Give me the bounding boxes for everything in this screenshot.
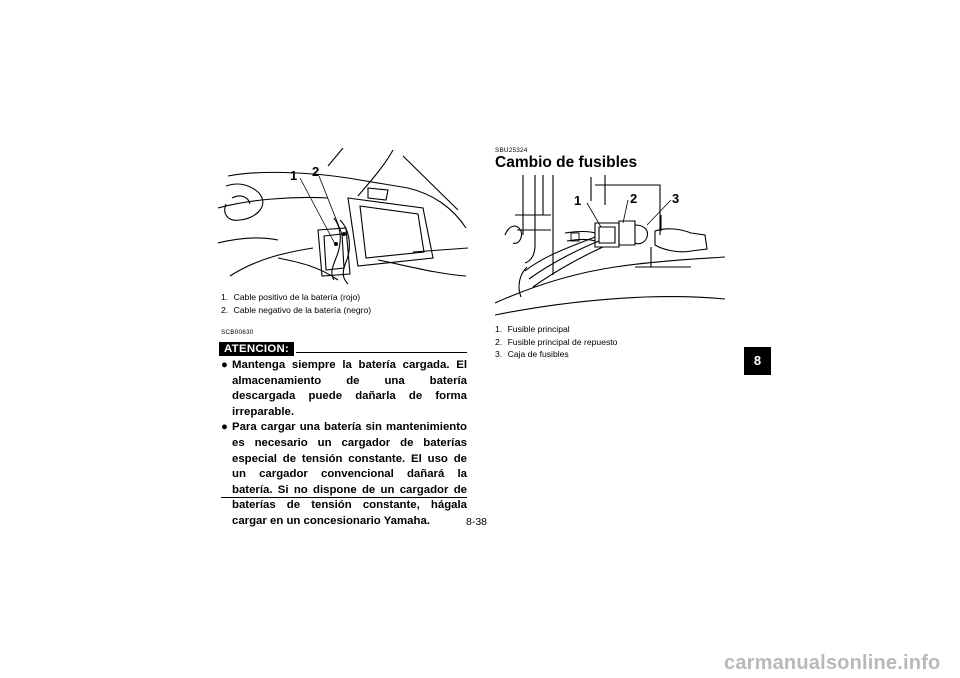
bullet-text: Mantenga siempre la batería cargada. El …	[232, 359, 467, 418]
caption-number: 3.	[495, 349, 503, 360]
caption-item: 3. Caja de fusibles	[495, 348, 617, 361]
bullet-icon: ●	[221, 421, 228, 434]
section-heading: Cambio de fusibles	[495, 154, 638, 171]
section-code: SBU25324	[495, 147, 528, 154]
caption-number: 2.	[495, 336, 503, 347]
battery-illustration: 1 2	[218, 148, 468, 285]
attention-bottom-rule	[221, 497, 467, 498]
bullet-text: Para cargar una batería sin mantenimient…	[232, 421, 467, 527]
caption-number: 1.	[495, 324, 503, 334]
caption-text: Fusible principal de repuesto	[507, 336, 618, 347]
page-number: 8-38	[466, 516, 488, 528]
watermark: carmanualsonline.info	[724, 652, 941, 674]
caption-item: 2. Cable negativo de la batería (negro)	[221, 304, 371, 317]
caption-text: Cable positivo de la batería (rojo)	[233, 292, 361, 302]
caption-number: 2.	[221, 304, 229, 315]
attention-code: SCB00630	[221, 329, 254, 336]
fuse-illustration: 1 2 3	[495, 175, 725, 316]
bullet-item: ● Para cargar una batería sin mantenimie…	[221, 420, 467, 529]
attention-badge: ATENCION:	[219, 342, 295, 356]
fuse-callout-2: 2	[630, 191, 637, 206]
fuse-captions: 1. Fusible principal 2. Fusible principa…	[495, 323, 617, 361]
caption-item: 1. Fusible principal	[495, 323, 617, 336]
caption-text: Caja de fusibles	[507, 349, 569, 360]
fuse-callout-3: 3	[672, 191, 679, 206]
battery-callout-2: 2	[312, 164, 319, 179]
chapter-tab: 8	[744, 347, 771, 375]
battery-callout-1: 1	[290, 168, 297, 183]
caption-text: Cable negativo de la batería (negro)	[233, 304, 372, 315]
fuse-figure: 1 2 3	[495, 175, 725, 320]
battery-captions: 1. Cable positivo de la batería (rojo) 2…	[221, 291, 371, 316]
bullet-item: ● Mantenga siempre la batería cargada. E…	[221, 358, 467, 420]
caption-number: 1.	[221, 292, 229, 302]
attention-header: ATENCION:	[219, 339, 295, 357]
attention-bullets: ● Mantenga siempre la batería cargada. E…	[221, 358, 467, 530]
battery-figure: 1 2	[218, 148, 468, 286]
bullet-icon: ●	[221, 359, 228, 371]
caption-item: 2. Fusible principal de repuesto	[495, 336, 617, 349]
fuse-callout-1: 1	[574, 193, 581, 208]
caption-item: 1. Cable positivo de la batería (rojo)	[221, 291, 371, 304]
caption-text: Fusible principal	[507, 324, 570, 334]
attention-top-rule	[296, 352, 467, 353]
